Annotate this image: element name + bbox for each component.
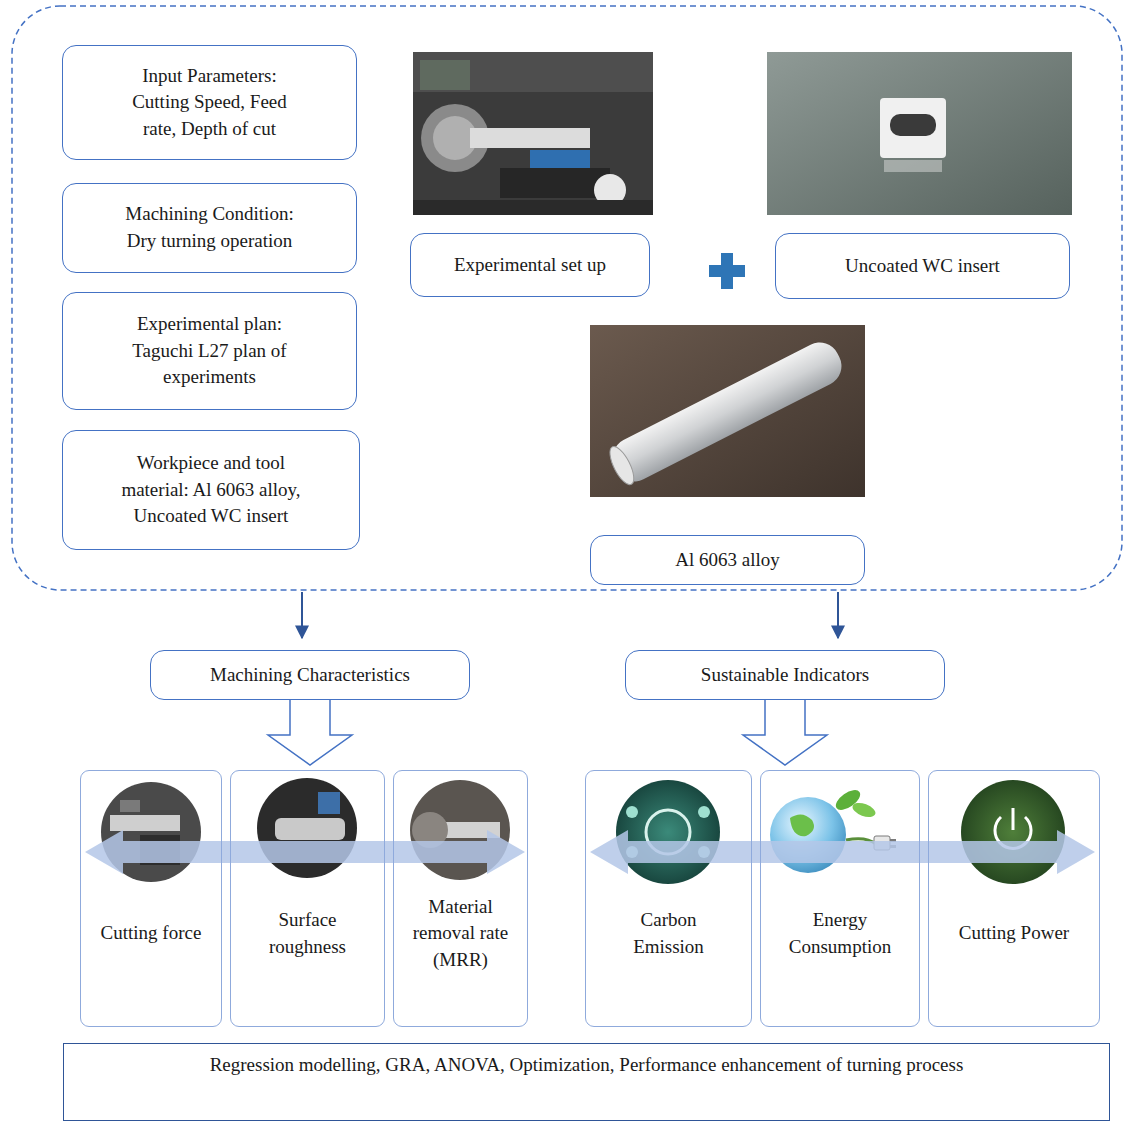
summary-band: Regression modelling, GRA, ANOVA, Optimi…: [63, 1043, 1110, 1121]
setup-photo: [413, 52, 653, 215]
rod-photo: [590, 325, 865, 497]
box-text: Carbon Emission: [609, 907, 729, 960]
box-text: Experimental plan: Taguchi L27 plan of e…: [115, 311, 305, 391]
box-text: Workpiece and tool material: Al 6063 all…: [104, 450, 319, 530]
dashed-region: [12, 6, 1122, 590]
indicator-panel: Material removal rate (MRR): [393, 770, 528, 1027]
box-text: Regression modelling, GRA, ANOVA, Optimi…: [210, 1052, 964, 1079]
caption-box: Al 6063 alloy: [590, 535, 865, 585]
down-arrow: [301, 592, 303, 638]
parameter-box: Input Parameters: Cutting Speed, Feed ra…: [62, 45, 357, 160]
category-box: Sustainable Indicators: [625, 650, 945, 700]
box-text: Uncoated WC insert: [845, 253, 1000, 280]
insert-photo: [767, 52, 1072, 215]
box-text: Input Parameters: Cutting Speed, Feed ra…: [115, 63, 305, 143]
box-text: Al 6063 alloy: [675, 547, 780, 574]
cutting-power-icon: [961, 780, 1065, 884]
caption-box: Uncoated WC insert: [775, 233, 1070, 299]
block-arrow: [268, 700, 352, 765]
plan-box: Experimental plan: Taguchi L27 plan of e…: [62, 292, 357, 410]
box-text: Cutting Power: [959, 920, 1069, 947]
box-text: Energy Consumption: [780, 907, 900, 960]
down-arrow: [837, 592, 839, 638]
indicator-panel: Surface roughness: [230, 770, 385, 1027]
box-text: Sustainable Indicators: [701, 662, 869, 689]
indicator-panel: Energy Consumption: [760, 770, 920, 1027]
box-text: Machining Condition: Dry turning operati…: [112, 201, 307, 254]
double-arrow: [85, 830, 525, 874]
box-text: Experimental set up: [454, 252, 606, 279]
box-text: Material removal rate (MRR): [401, 894, 521, 974]
block-arrow: [743, 700, 827, 765]
condition-box: Machining Condition: Dry turning operati…: [62, 183, 357, 273]
box-text: Machining Characteristics: [210, 662, 410, 689]
material-box: Workpiece and tool material: Al 6063 all…: [62, 430, 360, 550]
plus-symbol: [709, 253, 745, 289]
indicator-panel: Carbon Emission: [585, 770, 752, 1027]
carbon-emission-icon: [616, 780, 720, 884]
category-box: Machining Characteristics: [150, 650, 470, 700]
double-arrow: [590, 830, 1095, 874]
indicator-panel: Cutting force: [80, 770, 222, 1027]
box-text: Cutting force: [101, 920, 202, 947]
caption-box: Experimental set up: [410, 233, 650, 297]
indicator-panel: Cutting Power: [928, 770, 1100, 1027]
box-text: Surface roughness: [248, 907, 368, 960]
